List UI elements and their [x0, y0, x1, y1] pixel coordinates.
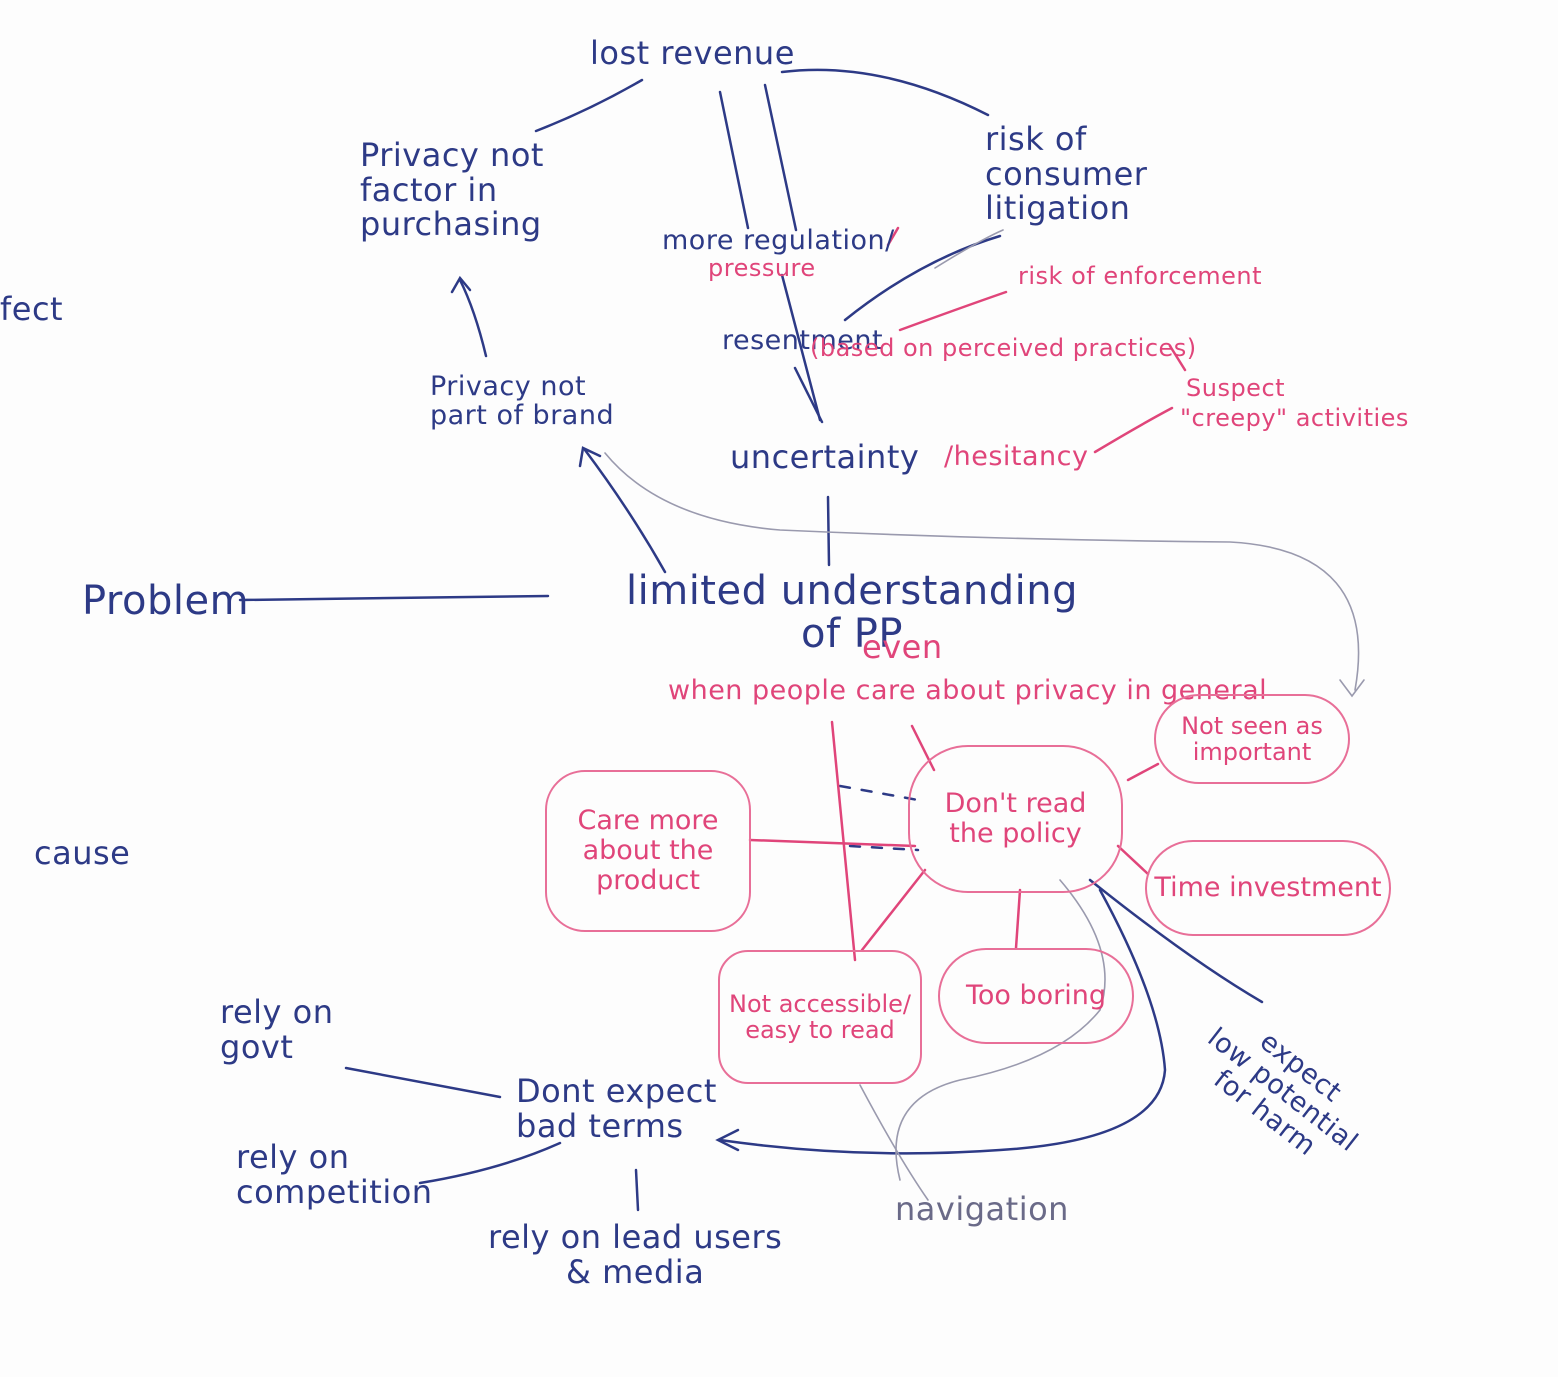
- edge-dont-expect-arrowhead: [715, 1128, 740, 1152]
- node-perceived-practices: (based on perceived practices): [810, 334, 1197, 362]
- edge-resentment-to-enforcement: [898, 290, 1008, 332]
- bubble-not-accessible: Not accessible/ easy to read: [718, 950, 922, 1084]
- effect-label: fect: [0, 290, 64, 328]
- edge-hesitancy-to-suspect: [1093, 406, 1174, 454]
- bubble-too-boring-label: Too boring: [965, 980, 1107, 1012]
- edge-resentment-litigation-grey: [934, 229, 1004, 269]
- edge-litigation-to-resentment: [843, 234, 1002, 322]
- edge-dont-read-to-not-accessible: [860, 868, 927, 952]
- node-uncertainty: uncertainty: [730, 438, 920, 476]
- edge-brand-arrowhead: [450, 275, 472, 294]
- bubble-not-seen-important: Not seen as important: [1154, 694, 1350, 784]
- node-rely-govt: rely on govt: [220, 993, 334, 1066]
- node-when-people-care: when people care about privacy in genera…: [668, 675, 1268, 706]
- node-lost-revenue: lost revenue: [590, 34, 795, 72]
- edge-brand-arrowhead-2: [578, 446, 602, 468]
- edge-brand-to-factor: [458, 278, 488, 358]
- edge-dont-read-to-not-seen: [1126, 762, 1160, 782]
- node-limited-understanding: limited understanding of PP: [626, 568, 1078, 658]
- node-resentment: resentment: [722, 325, 884, 356]
- node-privacy-not-factor: Privacy not factor in purchasing: [360, 136, 544, 244]
- bubble-dont-read-policy-label: Don't read the policy: [944, 788, 1087, 849]
- node-suspect: Suspect: [1186, 374, 1286, 402]
- edge-dont-read-to-dont-expect: [718, 888, 1167, 1155]
- node-hesitancy: /hesitancy: [944, 441, 1089, 472]
- edge-limited-to-not-accessible: [830, 720, 857, 962]
- edge-lost-revenue-to-privacy-not-factor: [534, 78, 644, 133]
- edge-perceived-to-suspect: [1168, 344, 1187, 372]
- edge-lost-revenue-to-uncertainty: [780, 273, 822, 422]
- edge-care-to-dont-read: [748, 838, 917, 848]
- node-rely-lead-users-media: rely on lead users & media: [488, 1218, 783, 1291]
- bubble-dont-read-policy: Don't read the policy: [908, 745, 1123, 893]
- edge-limited-to-dont-read-dash: [838, 784, 920, 802]
- edge-lost-revenue-to-risk-litigation: [780, 68, 990, 117]
- edge-brand-curve-to-not-seen: [604, 452, 1360, 691]
- node-navigation: navigation: [895, 1190, 1069, 1228]
- edge-regulation-slash: [886, 226, 900, 247]
- bubble-not-seen-important-label: Not seen as important: [1181, 711, 1323, 766]
- problem-label: Problem: [82, 578, 250, 624]
- edge-dont-expect-to-lead-users: [634, 1168, 640, 1212]
- cause-label: cause: [34, 834, 131, 872]
- edge-lost-revenue-to-resentment: [763, 83, 798, 232]
- bubble-too-boring: Too boring: [938, 948, 1134, 1044]
- edge-resentment-to-uncertainty: [793, 366, 824, 424]
- node-even: even: [862, 628, 943, 666]
- edge-dont-read-to-navigation: [895, 879, 1106, 1181]
- edge-lost-revenue-to-more-regulation: [718, 90, 750, 230]
- edge-not-seen-arrowhead: [1339, 679, 1365, 698]
- edge-navigation-from-accessible: [859, 1084, 929, 1201]
- node-privacy-not-brand: Privacy not part of brand: [430, 371, 615, 432]
- node-risk-enforcement: risk of enforcement: [1018, 262, 1263, 290]
- bubble-care-more-product: Care more about the product: [545, 770, 751, 932]
- bubble-time-investment-label: Time investment: [1154, 872, 1382, 904]
- bubble-time-investment: Time investment: [1145, 840, 1391, 936]
- edge-problem-to-limited: [238, 594, 550, 602]
- node-more-regulation: more regulation/: [662, 225, 895, 256]
- node-dont-expect-bad-terms: Dont expect bad terms: [516, 1072, 717, 1145]
- node-rely-competition: rely on competition: [236, 1138, 433, 1211]
- edge-dont-read-to-expect-low: [1088, 878, 1264, 1004]
- edge-limited-to-brand: [583, 448, 667, 574]
- bubble-care-more-product-label: Care more about the product: [577, 805, 719, 896]
- edge-dont-read-to-too-boring: [1014, 888, 1022, 950]
- edge-uncertainty-to-limited: [826, 495, 831, 567]
- bubble-not-accessible-label: Not accessible/ easy to read: [729, 989, 911, 1044]
- edge-govt-to-dont-expect: [344, 1066, 502, 1099]
- edge-dont-read-to-time: [1116, 844, 1150, 876]
- edge-competition-to-dont-expect: [418, 1141, 562, 1185]
- node-creepy-activities: "creepy" activities: [1180, 404, 1409, 432]
- node-risk-litigation: risk of consumer litigation: [985, 120, 1148, 228]
- node-pressure: pressure: [708, 254, 816, 282]
